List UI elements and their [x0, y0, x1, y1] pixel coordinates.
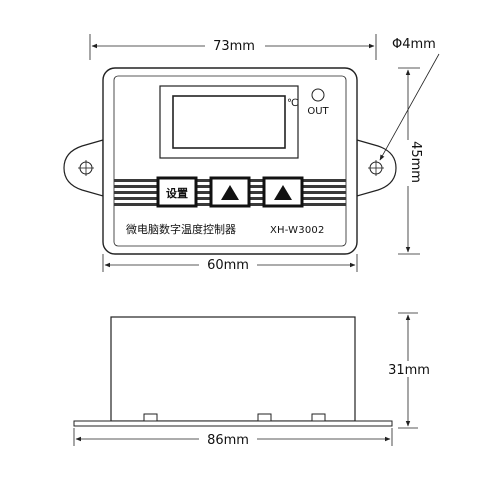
up-arrow-icon-second [274, 185, 292, 200]
celsius-unit: ℃ [287, 98, 298, 109]
side-flange [73, 420, 393, 427]
dim-31mm-label: 31mm [388, 363, 430, 378]
clip-right [311, 413, 326, 422]
clip-middle [257, 413, 272, 422]
set-button-label: 设置 [166, 186, 188, 200]
front-view: ℃ OUT 设置 微电脑数字温度控制器 XH-W3002 [63, 67, 397, 255]
left-mounting-hole [78, 160, 94, 176]
dimension-86mm: 86mm [73, 428, 393, 448]
dimension-60mm: 60mm [102, 254, 358, 273]
up-arrow-icon [221, 185, 239, 200]
down-button[interactable] [262, 176, 304, 208]
display-window [172, 95, 286, 149]
dim-hole-label: Φ4mm [392, 37, 436, 52]
dim-86mm-label: 86mm [207, 433, 249, 448]
dim-73mm-label: 73mm [213, 39, 255, 54]
model-number: XH-W3002 [270, 225, 325, 236]
up-button[interactable] [209, 176, 251, 208]
dimension-73mm: 73mm [89, 34, 377, 60]
set-button[interactable]: 设置 [156, 176, 198, 208]
out-indicator [311, 88, 325, 102]
dim-45mm-label: 45mm [408, 141, 423, 183]
dimension-31mm: 31mm [382, 312, 434, 429]
clip-left [143, 413, 158, 422]
out-label: OUT [307, 106, 329, 117]
dimension-45mm: 45mm [398, 67, 426, 255]
side-body [110, 316, 356, 422]
product-name: 微电脑数字温度控制器 [126, 222, 236, 236]
right-mounting-hole [368, 160, 384, 176]
side-view [73, 316, 393, 427]
dim-60mm-label: 60mm [207, 258, 249, 273]
